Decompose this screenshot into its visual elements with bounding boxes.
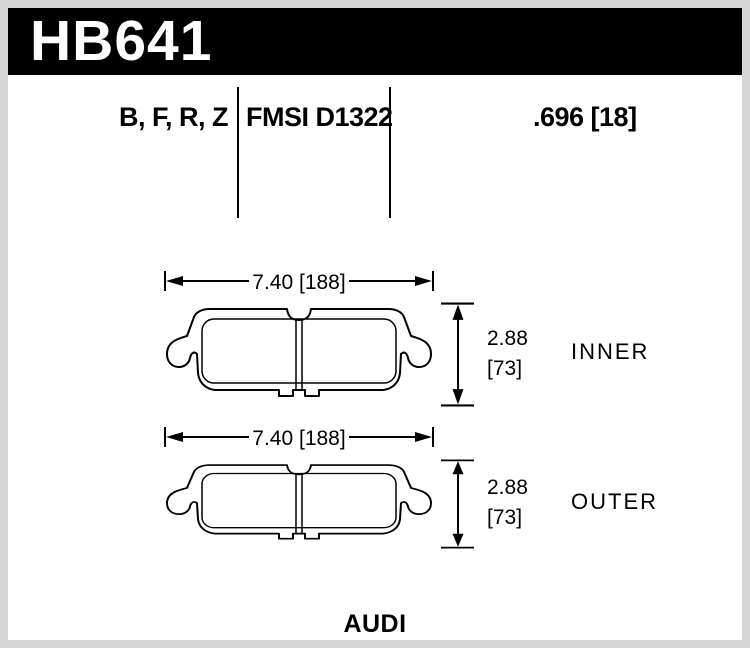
- outer-height-dimension: [441, 459, 475, 549]
- inner-height-dimension-inches: 2.88: [487, 327, 528, 350]
- view-label-inner: INNER: [571, 339, 650, 364]
- part-number: HB641: [30, 9, 213, 73]
- brake-pad-drawing-outer: [166, 464, 432, 540]
- outer-height-dimension-mm: [73]: [487, 506, 523, 529]
- inner-width-dimension-label: 7.40 [188]: [252, 271, 346, 294]
- spec-fmsi-number: FMSI D1322: [246, 102, 393, 132]
- column-divider: [389, 87, 391, 218]
- column-divider: [237, 87, 239, 218]
- brake-pad-drawing-inner: [166, 308, 432, 397]
- outer-height-dimension-inches: 2.88: [487, 476, 528, 499]
- view-label-outer: OUTER: [571, 489, 658, 514]
- spec-compounds: B, F, R, Z: [119, 102, 229, 132]
- inner-height-dimension-mm: [73]: [487, 357, 523, 380]
- outer-width-dimension-label: 7.40 [188]: [252, 427, 346, 450]
- header-bar: HB641: [8, 8, 742, 75]
- vehicle-make-label: AUDI: [343, 610, 407, 638]
- inner-height-dimension: [441, 302, 475, 407]
- spec-pad-thickness: .696 [18]: [533, 102, 637, 132]
